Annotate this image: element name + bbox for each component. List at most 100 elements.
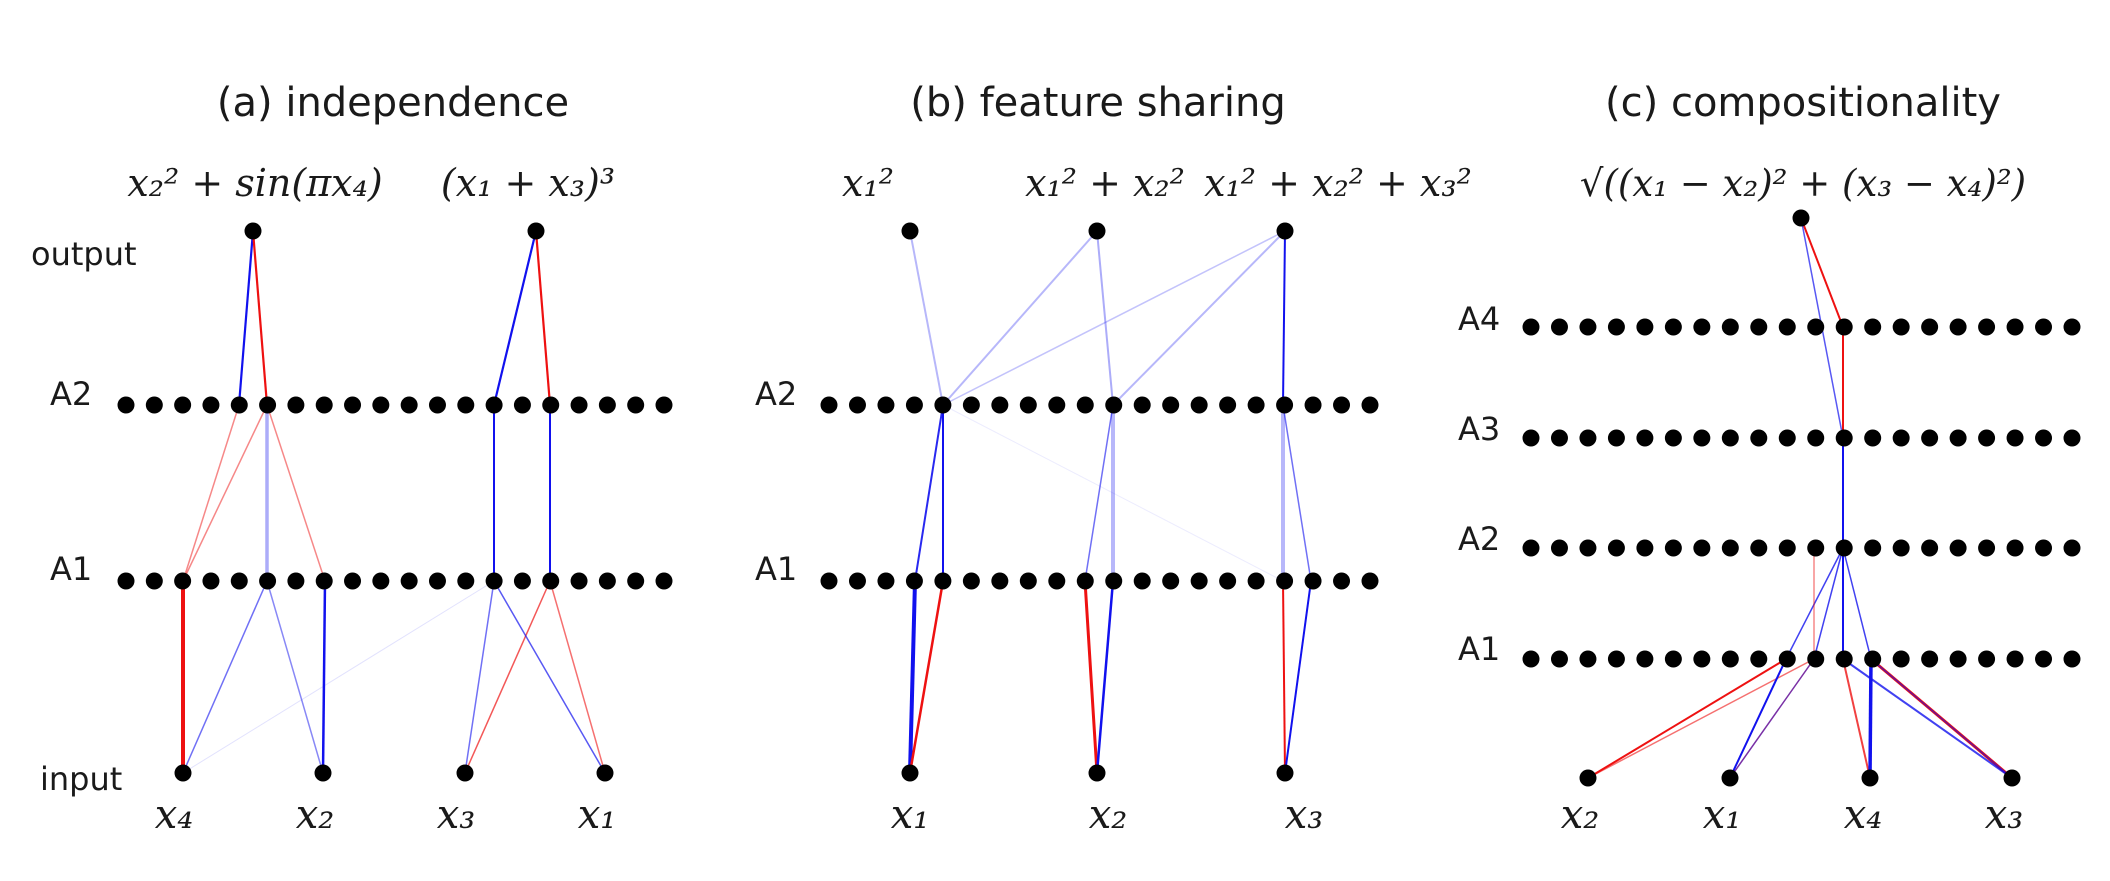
- panel-b-A2-node: [820, 396, 838, 414]
- panel-a-edge: [534, 230, 552, 406]
- panel-b-A1-node: [1304, 572, 1322, 590]
- panel-b-row-label-A1: A1: [755, 550, 797, 588]
- panel-a-A1-node: [344, 572, 362, 590]
- panel-b-input-label-3: x₃: [1285, 792, 1324, 838]
- panel-b-edge: [1282, 580, 1286, 774]
- panel-c-A4-node: [1522, 318, 1540, 336]
- panel-a-A2-node: [372, 396, 390, 414]
- panel-a-A2-node: [598, 396, 616, 414]
- panel-b-output-node: [1088, 222, 1106, 240]
- panel-c-A2-node: [2006, 539, 2024, 557]
- panel-b-A1-node: [934, 572, 952, 590]
- panel-b-A2-node: [1247, 396, 1265, 414]
- panel-b-input-node: [1276, 764, 1294, 782]
- panel-c-A2-node: [1949, 539, 1967, 557]
- panel-c-output-label: √((x₁ − x₂)² + (x₃ − x₄)²): [1580, 162, 2026, 205]
- panel-a-A1-node: [202, 572, 220, 590]
- panel-b-A2-node: [934, 396, 952, 414]
- panel-c-A4-node: [1607, 318, 1625, 336]
- panel-b-row-label-A2: A2: [755, 375, 797, 413]
- panel-b-A2-node: [1190, 396, 1208, 414]
- panel-a-edge: [266, 404, 326, 582]
- panel-a-A2-node: [315, 396, 333, 414]
- panel-c-A1-node: [1835, 650, 1853, 668]
- panel-c-A4-node: [1921, 318, 1939, 336]
- panel-a-A2-node: [230, 396, 248, 414]
- panel-c-A4-node: [1807, 318, 1825, 336]
- panel-a-output-label-2: (x₁ + x₃)³: [441, 161, 615, 205]
- panel-a-A2-node: [542, 396, 560, 414]
- panel-c-A4-node: [1693, 318, 1711, 336]
- panel-b-edge: [1083, 580, 1099, 774]
- panel-a-edge: [549, 580, 606, 774]
- panel-c-A2-node: [1664, 539, 1682, 557]
- panel-c-A4-node: [1864, 318, 1882, 336]
- panel-c-row-label-A3: A3: [1458, 410, 1500, 448]
- panel-b-edge: [908, 580, 945, 774]
- panel-b-A1-node: [820, 572, 838, 590]
- panel-a-edge: [182, 404, 240, 582]
- panel-c-output-node: [1792, 209, 1810, 227]
- panel-a-A2-node: [513, 396, 531, 414]
- panel-c-row-label-A1: A1: [1458, 630, 1500, 668]
- panel-b-output-label-2: x₁² + x₂²: [1025, 161, 1185, 205]
- panel-c-edge: [1729, 658, 1815, 779]
- panel-a-A2-node: [202, 396, 220, 414]
- panel-b-A1-node: [848, 572, 866, 590]
- panel-b-A2-node: [1133, 396, 1151, 414]
- panel-b-A1-node: [991, 572, 1009, 590]
- panel-a-input-node: [314, 764, 332, 782]
- panel-c-A2-node: [1636, 539, 1654, 557]
- panel-a-A1-node: [287, 572, 305, 590]
- panel-b-output-node: [901, 222, 919, 240]
- panel-c-A2-node: [1892, 539, 1910, 557]
- panel-c-edge: [1842, 547, 1872, 660]
- panel-b-A1-node: [1133, 572, 1151, 590]
- panel-b-A2-node: [1361, 396, 1379, 414]
- panel-c-A3-node: [1978, 429, 1996, 447]
- panel-c-A1-node: [1664, 650, 1682, 668]
- panel-b-edge: [942, 230, 1286, 406]
- panel-c-A3-node: [1835, 429, 1853, 447]
- panel-c-title: (c) compositionality: [1605, 80, 2001, 126]
- panel-a-A2-node: [174, 396, 192, 414]
- panel-a-A1-node: [400, 572, 418, 590]
- panel-a-A1-node: [627, 572, 645, 590]
- panel-a-output-label-1: x₂² + sin(πx₄): [127, 161, 382, 205]
- panel-c-input-label-2: x₁: [1703, 792, 1742, 838]
- panel-c-A1-node: [2006, 650, 2024, 668]
- panel-c-A3-node: [1607, 429, 1625, 447]
- panel-b-input-label-2: x₂: [1089, 792, 1128, 838]
- panel-a-A2-node: [570, 396, 588, 414]
- panel-c-A3-node: [1778, 429, 1796, 447]
- nodes-layer: [117, 209, 2081, 787]
- panel-c-A4-node: [1664, 318, 1682, 336]
- panel-b-A2-node: [1162, 396, 1180, 414]
- panel-c-A3-node: [1864, 429, 1882, 447]
- panel-a-edge: [182, 580, 495, 774]
- panel-b-edge: [1282, 230, 1286, 406]
- panel-a-A2-node: [428, 396, 446, 414]
- panel-c-A3-node: [1550, 429, 1568, 447]
- panel-b-title: (b) feature sharing: [910, 80, 1285, 126]
- panel-c-A4-node: [1949, 318, 1967, 336]
- panel-b-A1-node: [962, 572, 980, 590]
- panel-c-A3-node: [1693, 429, 1711, 447]
- panel-a-title: (a) independence: [217, 80, 569, 126]
- panel-b-A2-node: [877, 396, 895, 414]
- panel-b-A1-node: [1333, 572, 1351, 590]
- panel-c-A4-node: [1721, 318, 1739, 336]
- panel-c-A4-node: [1579, 318, 1597, 336]
- panel-c-input-label-3: x₄: [1844, 792, 1883, 838]
- panel-c-A2-node: [1835, 539, 1853, 557]
- panel-c-A3-node: [1636, 429, 1654, 447]
- panel-b-A1-node: [1019, 572, 1037, 590]
- panel-b-output-node: [1276, 222, 1294, 240]
- panel-a-output-node: [244, 222, 262, 240]
- panel-c-A3-node: [1949, 429, 1967, 447]
- panel-c-A4-node: [1835, 318, 1853, 336]
- panel-c-A3-node: [2006, 429, 2024, 447]
- panel-a-A2-node: [655, 396, 673, 414]
- panel-b-A2-node: [1019, 396, 1037, 414]
